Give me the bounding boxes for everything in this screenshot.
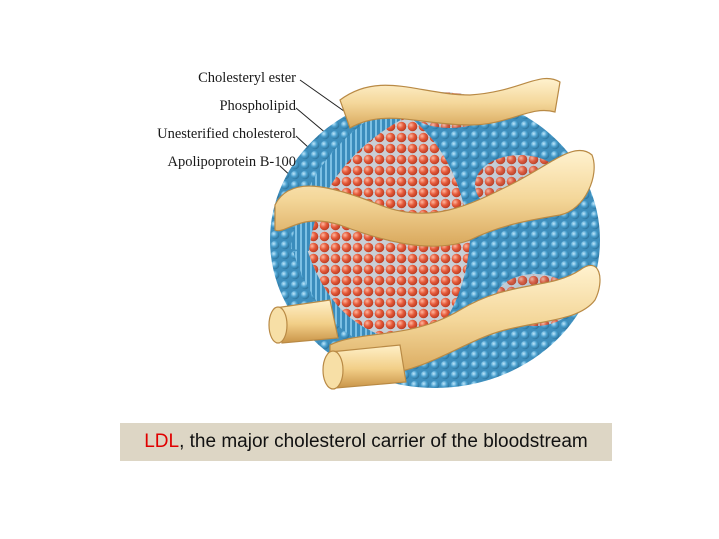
caption-highlight: LDL [144, 431, 180, 452]
ribbon-middle [274, 149, 595, 247]
ribbon-top [339, 77, 561, 129]
caption-text: , the major cholesterol carrier of the b… [179, 431, 588, 452]
label-phospholipid: Phospholipid [219, 98, 296, 114]
phospholipid-rim [291, 102, 405, 252]
label-unesterified-cholesterol: Unesterified cholesterol [157, 126, 296, 142]
label-cholesteryl-ester: Cholesteryl ester [198, 70, 296, 86]
caption-box: LDL, the major cholesterol carrier of th… [120, 423, 612, 461]
label-apolipoprotein: Apolipoprotein B-100 [167, 154, 296, 170]
ribbon-ends [268, 299, 407, 390]
